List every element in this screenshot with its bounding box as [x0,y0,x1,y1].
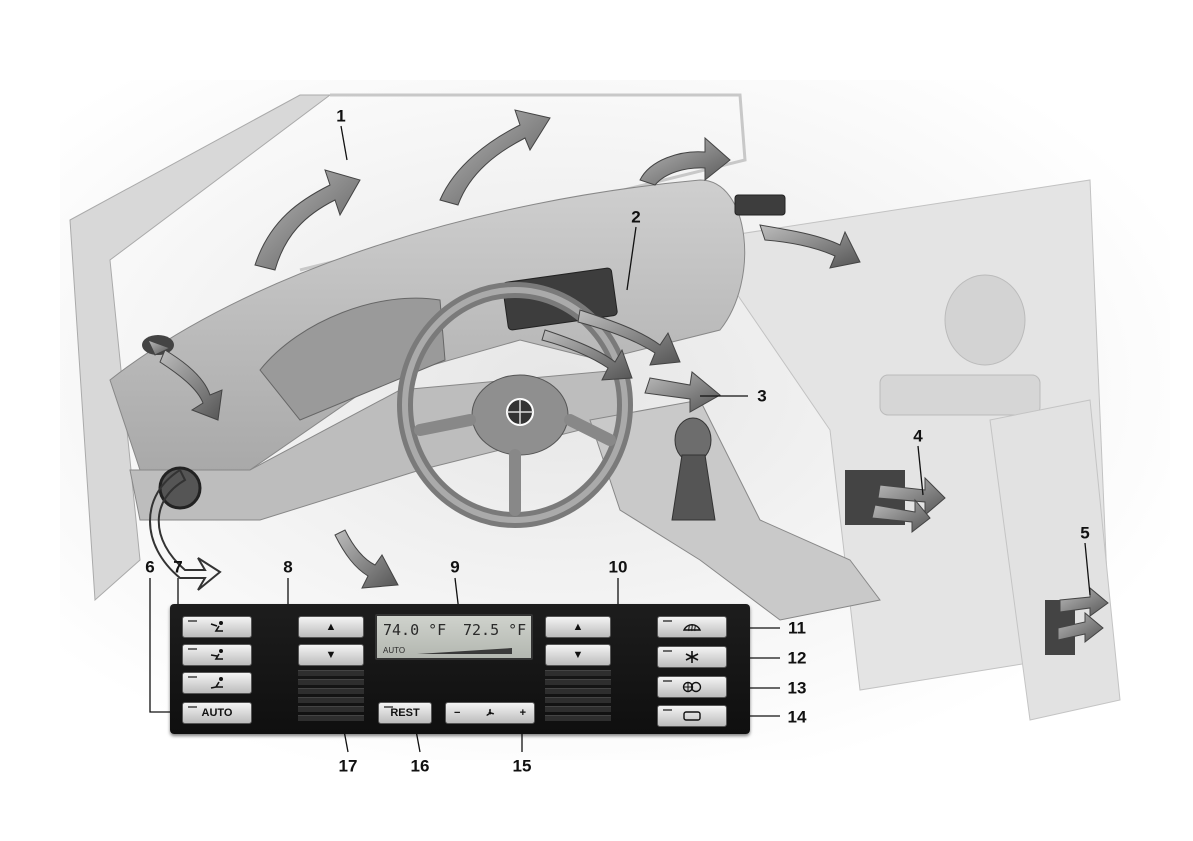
recirculation-button[interactable] [657,676,727,698]
indicator-led [384,706,393,708]
callout-5: 5 [1080,525,1089,542]
recirculation-icon [681,680,703,694]
left-vent-grille [298,670,364,724]
callout-16: 16 [411,758,430,775]
callout-6: 6 [145,559,154,576]
person-airflow-lower-icon [206,676,228,690]
air-distribution-middle-button[interactable] [182,644,252,666]
callout-3: 3 [757,388,766,405]
indicator-led [188,648,197,650]
indicator-led [663,620,672,622]
callout-2: 2 [631,209,640,226]
callout-8: 8 [283,559,292,576]
right-temperature: 72.5 °F [463,621,526,639]
fan-icon [479,706,501,720]
rear-window-defrost-button[interactable] [657,705,727,727]
fan-plus-label: + [520,707,526,719]
air-distribution-upper-button[interactable] [182,616,252,638]
display-mode-label: AUTO [383,646,405,655]
callout-7: 7 [173,559,182,576]
person-airflow-upper-icon [206,620,228,634]
callout-12: 12 [788,650,807,667]
right-temp-up-button[interactable]: ▲ [545,616,611,638]
callout-9: 9 [450,559,459,576]
right-vent-grille [545,670,611,724]
person-airflow-middle-icon [206,648,228,662]
callout-4: 4 [913,428,922,445]
climate-display: 74.0 °F 72.5 °F AUTO [375,614,533,660]
arrow-up-icon: ▲ [326,621,337,633]
right-temp-down-button[interactable]: ▼ [545,644,611,666]
indicator-led [663,680,672,682]
rest-button[interactable]: REST [378,702,432,724]
auto-button-label: AUTO [202,707,233,719]
indicator-led [188,706,197,708]
auto-button[interactable]: AUTO [182,702,252,724]
fan-speed-rocker[interactable]: − + [445,702,535,724]
callout-1: 1 [336,108,345,125]
fan-speed-bar [417,648,512,654]
indicator-led [188,676,197,678]
fan-minus-label: − [454,707,460,719]
air-distribution-lower-button[interactable] [182,672,252,694]
climate-control-panel: AUTO ▲ ▼ 74.0 °F 72.5 °F AUTO REST − + ▲… [170,604,750,734]
arrow-up-icon: ▲ [573,621,584,633]
arrow-down-icon: ▼ [326,649,337,661]
rear-window-defrost-icon [681,709,703,723]
callout-15: 15 [513,758,532,775]
rest-button-label: REST [390,707,419,719]
callout-13: 13 [788,680,807,697]
left-temperature: 74.0 °F [383,621,446,639]
callout-11: 11 [788,620,806,637]
windshield-defrost-button[interactable] [657,616,727,638]
callout-17: 17 [339,758,358,775]
windshield-defrost-icon [681,620,703,634]
indicator-led [188,620,197,622]
indicator-led [663,650,672,652]
arrow-down-icon: ▼ [573,649,584,661]
indicator-led [663,709,672,711]
ac-button[interactable] [657,646,727,668]
callout-14: 14 [788,709,807,726]
left-temp-up-button[interactable]: ▲ [298,616,364,638]
callout-10: 10 [609,559,628,576]
left-temp-down-button[interactable]: ▼ [298,644,364,666]
snowflake-icon [681,650,703,664]
